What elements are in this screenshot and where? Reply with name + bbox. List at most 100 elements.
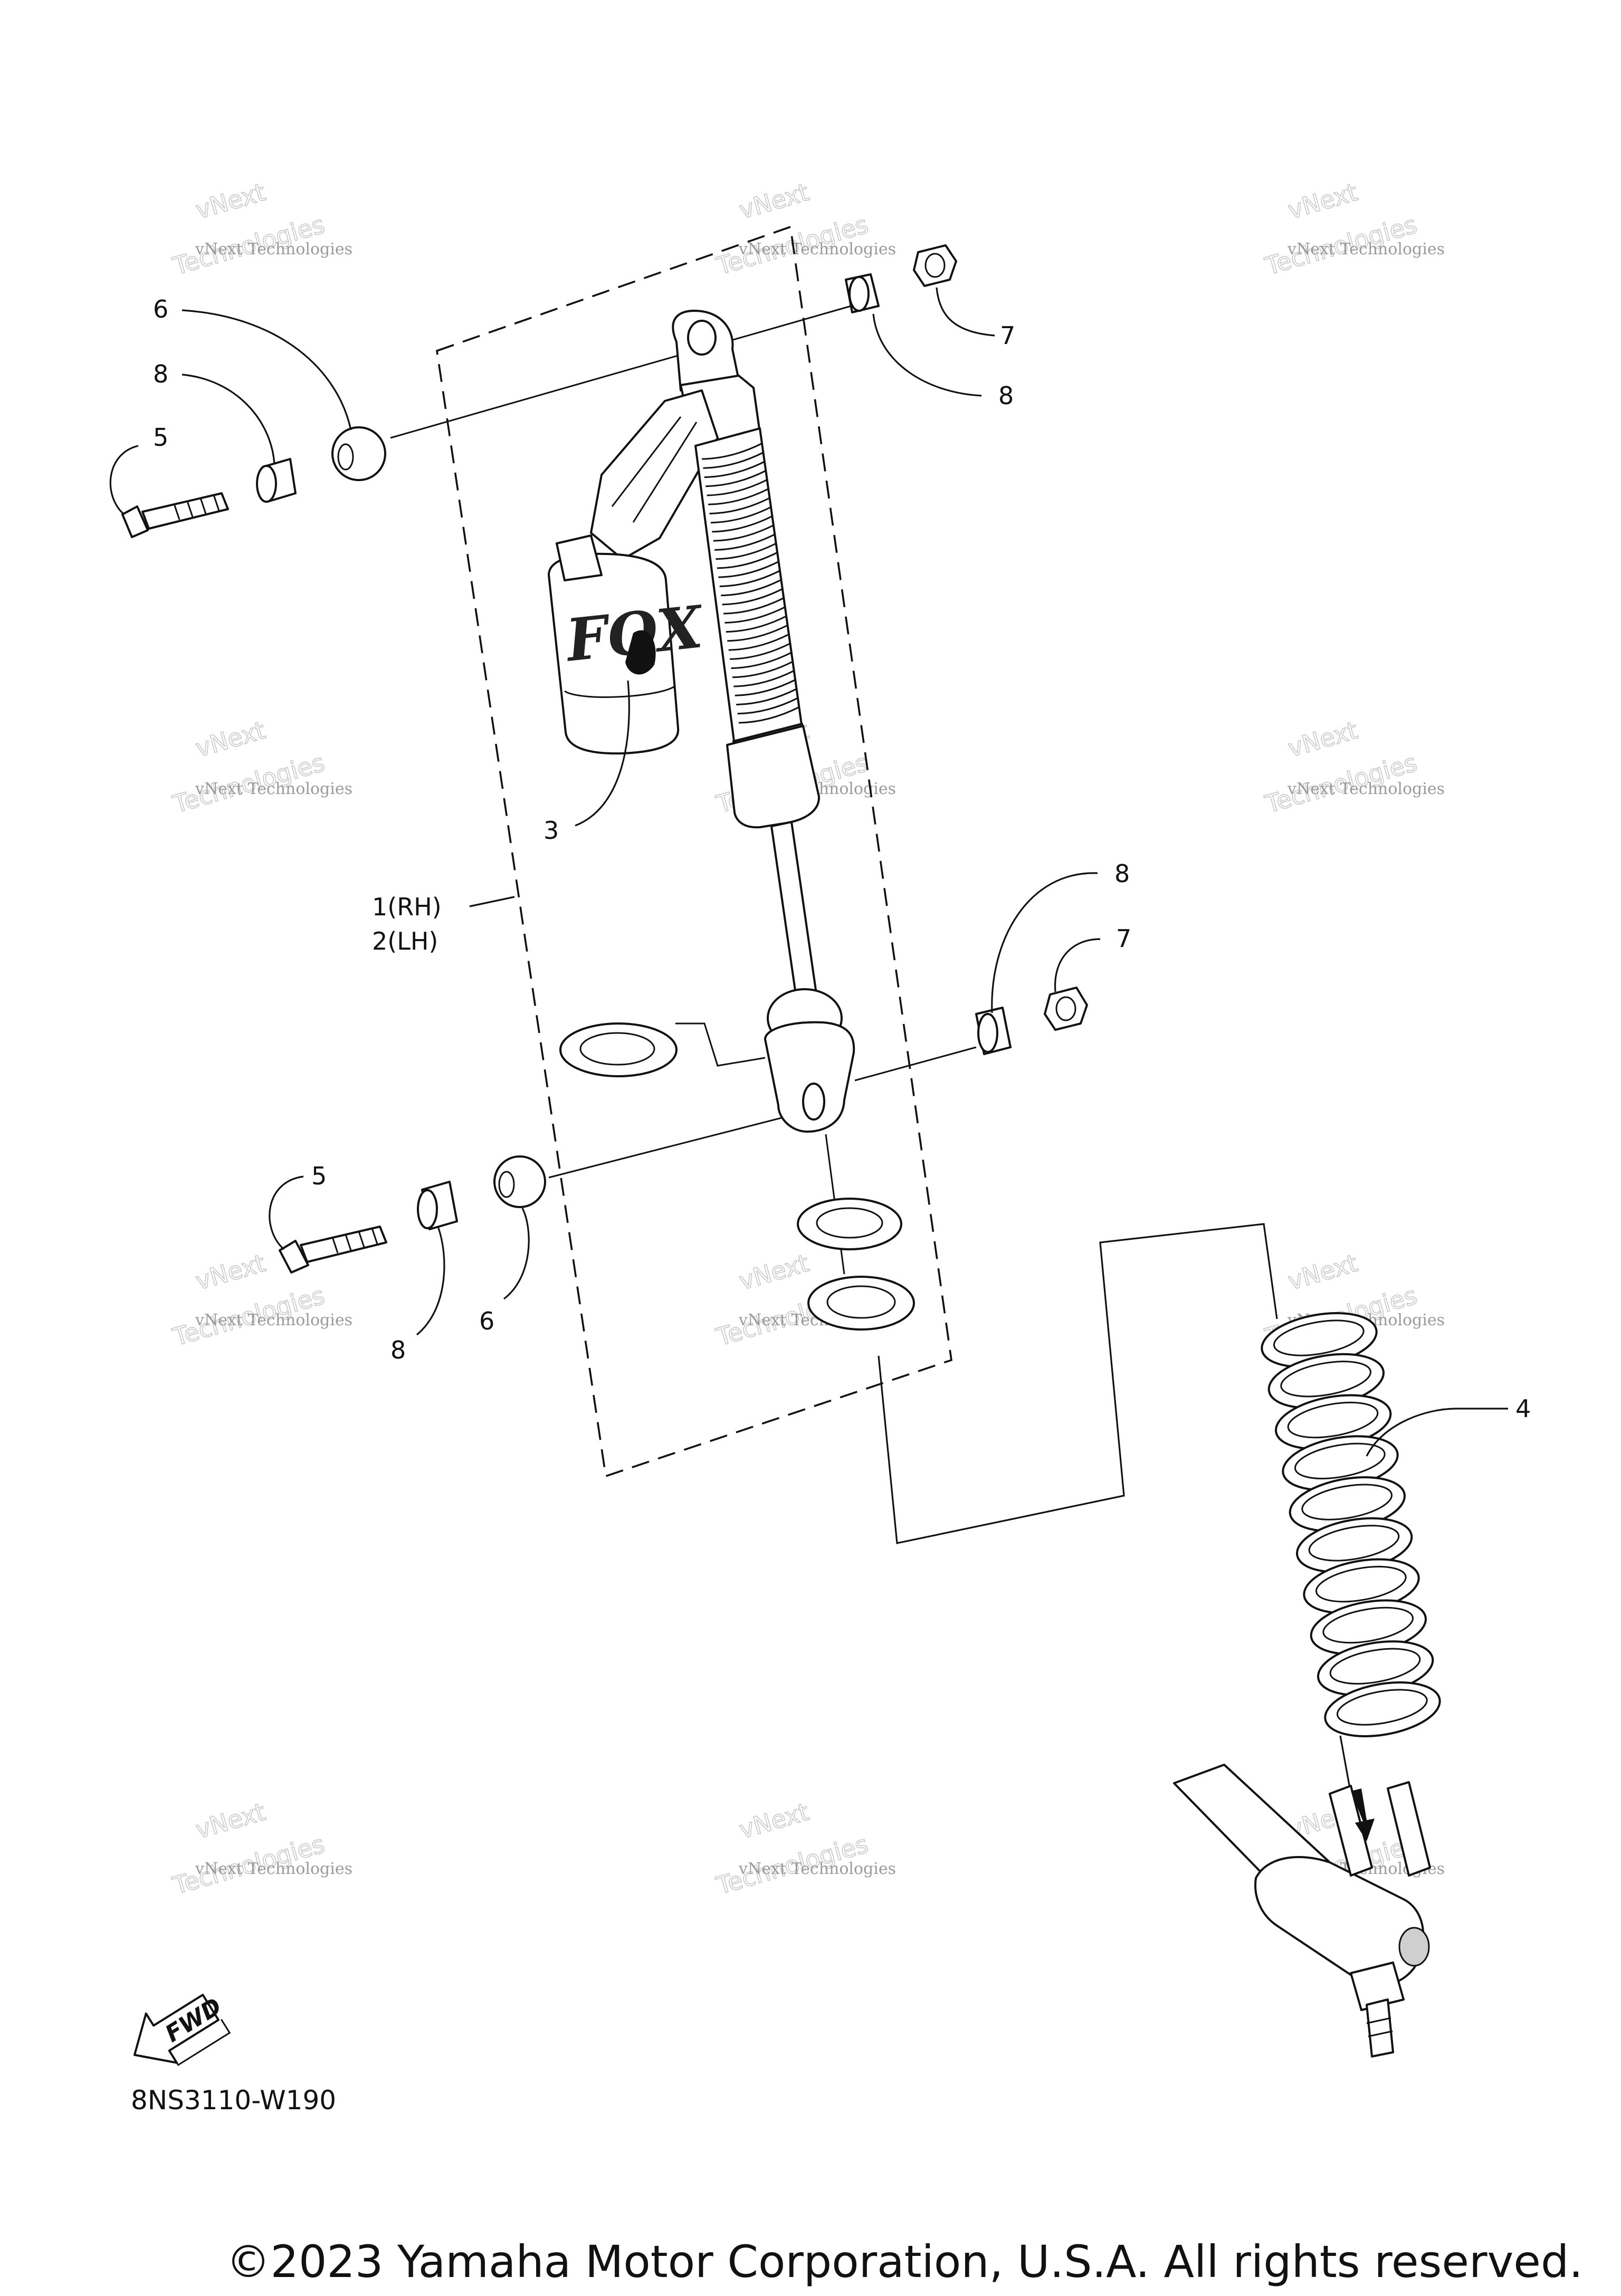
svg-text:vNext: vNext — [736, 178, 812, 225]
body-rib — [714, 533, 776, 551]
body-rib — [722, 588, 784, 606]
lower-arm-mount — [1173, 1764, 1431, 2058]
svg-text:vNext: vNext — [193, 178, 269, 225]
main-body — [694, 427, 803, 746]
spring-coil-inner — [1315, 1566, 1407, 1603]
watermark-text: vNext Technologies — [195, 780, 352, 798]
body-rib — [709, 497, 771, 514]
watermark-text: vNext Technologies — [1287, 240, 1445, 259]
callout-5-upper: 5 — [153, 423, 168, 452]
watermark: vNext Technologies — [169, 1797, 328, 1901]
callout-4: 4 — [1515, 1394, 1531, 1423]
body-rib — [728, 633, 790, 651]
leader-8-lower-right — [991, 872, 1098, 1013]
watermark: vNext Technologies — [1262, 715, 1420, 819]
lower-eye-hole — [802, 1083, 825, 1121]
body-rib — [710, 506, 772, 524]
leader-5-upper — [109, 445, 139, 515]
lower-eye — [764, 1021, 855, 1133]
spring-coil-inner — [1280, 1361, 1371, 1398]
leader-8-lower-left — [416, 1226, 445, 1336]
svg-text:vNext: vNext — [1285, 716, 1361, 763]
watermark: vNext Technologies — [169, 177, 328, 281]
body-rib — [705, 470, 767, 487]
body-rib — [717, 551, 778, 569]
stopper-ring-leader — [675, 1022, 766, 1067]
callout-8-upper-right: 8 — [998, 381, 1014, 410]
spring-stopper-ring — [559, 1022, 678, 1077]
leader-5-lower — [269, 1175, 304, 1250]
spring-seat-arrow-icon — [1351, 1788, 1375, 1841]
piston-rod — [770, 821, 818, 1002]
spring-connector-line — [878, 1223, 1278, 1544]
watermark: vNext Technologies — [713, 1797, 872, 1901]
reservoir-arm-edge — [611, 416, 698, 523]
leader-7-lower — [1054, 938, 1101, 992]
upper-collar-right — [845, 273, 880, 313]
svg-text:vNext: vNext — [1285, 1249, 1361, 1296]
body-rib — [713, 524, 775, 542]
lower-collar-left — [417, 1181, 458, 1230]
leader-6-lower — [503, 1208, 530, 1300]
body-rib — [721, 579, 782, 597]
body-rib — [716, 542, 777, 560]
callout-7-lower: 7 — [1116, 924, 1131, 953]
lower-bushing-left — [493, 1155, 546, 1208]
upper-collar-left — [256, 458, 297, 503]
lower-mount-axis-right — [854, 1046, 977, 1082]
spring-to-mount-line — [1339, 1735, 1352, 1794]
lower-cylinder-cap — [726, 725, 821, 829]
svg-text:vNext: vNext — [193, 1249, 269, 1296]
upper-bolt — [121, 492, 229, 538]
svg-text:vNext: vNext — [1285, 178, 1361, 225]
upper-bushing-left — [331, 426, 386, 481]
body-rib — [708, 487, 769, 505]
spring-coil-inner — [1336, 1689, 1428, 1726]
body-rib — [707, 479, 768, 496]
callout-7-upper: 7 — [1000, 321, 1015, 350]
body-rib — [723, 597, 785, 615]
leader-6-upper — [182, 309, 352, 430]
body-rib — [731, 652, 793, 669]
leader-1-2 — [469, 896, 515, 907]
lower-mount-axis-left — [548, 1109, 810, 1179]
leader-4 — [1366, 1408, 1508, 1457]
reservoir-arm — [590, 389, 719, 560]
spring-coil-inner — [1301, 1484, 1393, 1520]
callout-6-lower: 6 — [479, 1307, 494, 1335]
upper-nut — [913, 244, 957, 287]
svg-text:vNext: vNext — [736, 1249, 812, 1296]
watermark: vNext Technologies — [169, 715, 328, 819]
spring-coil — [1324, 1681, 1441, 1737]
body-rib — [732, 661, 794, 678]
spring-coil-inner — [1322, 1606, 1414, 1644]
coil-spring — [1261, 1312, 1441, 1737]
leader-7-upper — [936, 287, 995, 337]
watermark-text: vNext Technologies — [195, 1860, 352, 1878]
body-rib — [738, 706, 800, 724]
body-rib — [719, 570, 781, 587]
body-rib — [724, 606, 786, 624]
leader-3 — [575, 680, 630, 827]
body-rib — [733, 669, 795, 687]
callout-6-upper: 6 — [153, 295, 168, 323]
copyright-notice: ©2023 Yamaha Motor Corporation, U.S.A. A… — [226, 2236, 1583, 2288]
lower-collar-right — [975, 1007, 1012, 1055]
body-ribs — [701, 442, 800, 724]
spring-coil-inner — [1329, 1648, 1421, 1685]
body-rib — [730, 642, 791, 660]
body-rib — [736, 688, 797, 706]
diagram-code: 8NS3110-W190 — [131, 2085, 337, 2116]
watermark-text: vNext Technologies — [738, 240, 896, 259]
body-rib — [718, 560, 780, 578]
shock-assembly-boundary — [435, 225, 952, 1478]
svg-text:vNext: vNext — [193, 716, 269, 763]
body-rib — [703, 451, 765, 469]
watermark: vNext Technologies — [1262, 177, 1420, 281]
svg-text:vNext: vNext — [193, 1797, 269, 1844]
watermark-text: vNext Technologies — [195, 240, 352, 259]
watermark-text: vNext Technologies — [738, 1860, 896, 1878]
body-rib — [704, 461, 766, 478]
body-rib — [712, 515, 773, 533]
spring-coil-inner — [1294, 1442, 1386, 1479]
